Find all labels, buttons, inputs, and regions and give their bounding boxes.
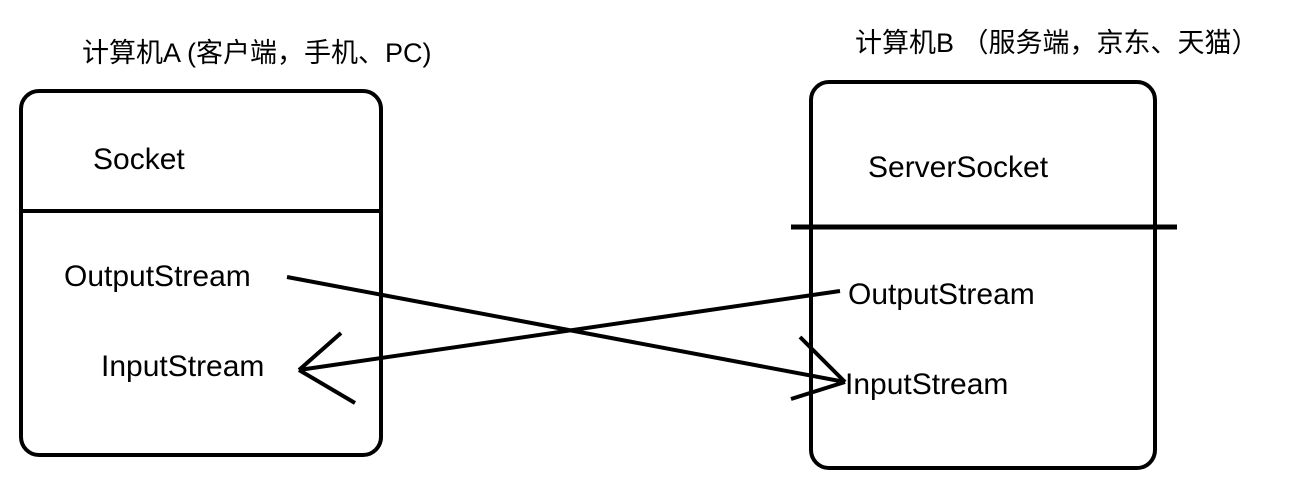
left-node-box [19, 89, 383, 457]
right-node-output-stream-label: OutputStream [848, 278, 1035, 311]
right-node-box [809, 80, 1157, 470]
right-node-title: 计算机B （服务端，京东、天猫） [855, 28, 1259, 58]
connector-right-output-to-left-input [298, 289, 841, 372]
arrow-left-icon [297, 331, 357, 405]
right-node-header-label: ServerSocket [868, 151, 1049, 184]
arrow-right-icon [790, 335, 847, 401]
left-node-title: 计算机A (客户端，手机、PC) [82, 38, 432, 68]
right-node-input-stream-label: InputStream [845, 368, 1009, 401]
left-node-input-stream-label: InputStream [101, 350, 265, 383]
left-node-header-label: Socket [93, 143, 185, 176]
left-node-output-stream-label: OutputStream [64, 260, 251, 293]
